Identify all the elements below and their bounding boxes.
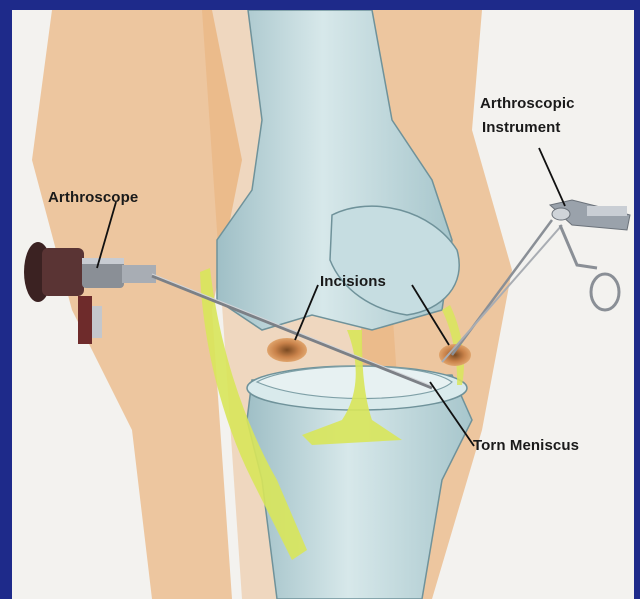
- illustration-panel: Arthroscope Arthroscopic Instrument Inci…: [12, 10, 634, 599]
- label-instrument: Instrument: [482, 118, 561, 137]
- label-arthroscopic: Arthroscopic: [480, 94, 575, 113]
- label-torn-meniscus: Torn Meniscus: [473, 436, 579, 455]
- label-arthroscope: Arthroscope: [48, 188, 138, 207]
- label-incisions: Incisions: [320, 272, 386, 291]
